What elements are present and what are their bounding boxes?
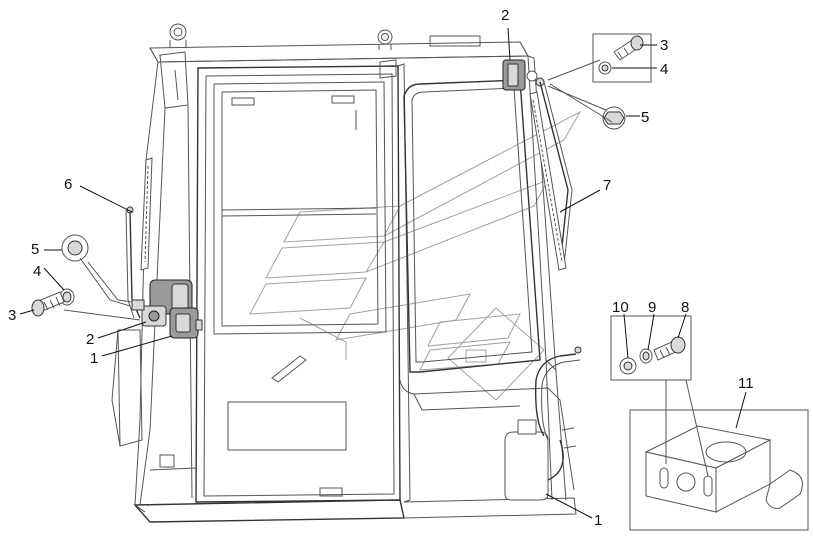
rear-wiper-blade [140,157,153,271]
reservoir-cap [517,419,537,435]
front-wiper-assembly [502,59,573,271]
leader-lines [19,27,747,519]
door-lower-panel [227,401,347,451]
callout-label: 11 [738,375,754,392]
cab-body [111,23,577,523]
bracket-hook [765,469,803,509]
callout-label: 3 [660,37,668,54]
callout-label: 9 [648,299,656,316]
front-fasteners [547,33,652,130]
fastener-box-inset [610,315,692,381]
callout-labels: 2 3 4 5 7 6 5 4 3 2 1 1 10 9 8 11 [8,7,754,529]
side-window [403,79,541,373]
rear-wiper-assembly [125,157,203,339]
inset-frame [629,409,809,531]
callout-label: 4 [660,61,668,78]
callout-label: 5 [31,241,39,258]
cab-door [195,65,401,503]
rear-bolt [31,291,65,317]
callout-label: 2 [86,331,94,348]
callout-label: 6 [64,176,72,193]
callout-label: 3 [8,307,16,324]
roof-vent [429,35,481,47]
bracket-detail-inset [610,315,809,531]
door-handle [271,355,307,383]
bracket-slot-left [659,467,669,489]
watermark-logo [249,110,582,401]
callout-label: 8 [681,299,689,316]
callout-label: 1 [594,512,602,529]
bracket-large-slot [705,441,747,463]
callout-label: 7 [603,177,611,194]
callout-label: 5 [641,109,649,126]
lifting-eye-left [169,23,187,41]
callout-label: 2 [501,7,509,24]
callout-label: 4 [33,263,41,280]
fastener-box-front [592,33,652,83]
lifting-eye-right [377,29,393,45]
bracket-center-hole [676,472,696,492]
rear-fasteners [31,234,141,321]
inset-bolt [653,336,686,361]
front-wiper-arm [539,81,569,266]
washer-reservoir [504,346,582,501]
callout-label: 10 [612,299,629,316]
callout-label: 1 [90,350,98,367]
front-bolt [613,35,644,61]
